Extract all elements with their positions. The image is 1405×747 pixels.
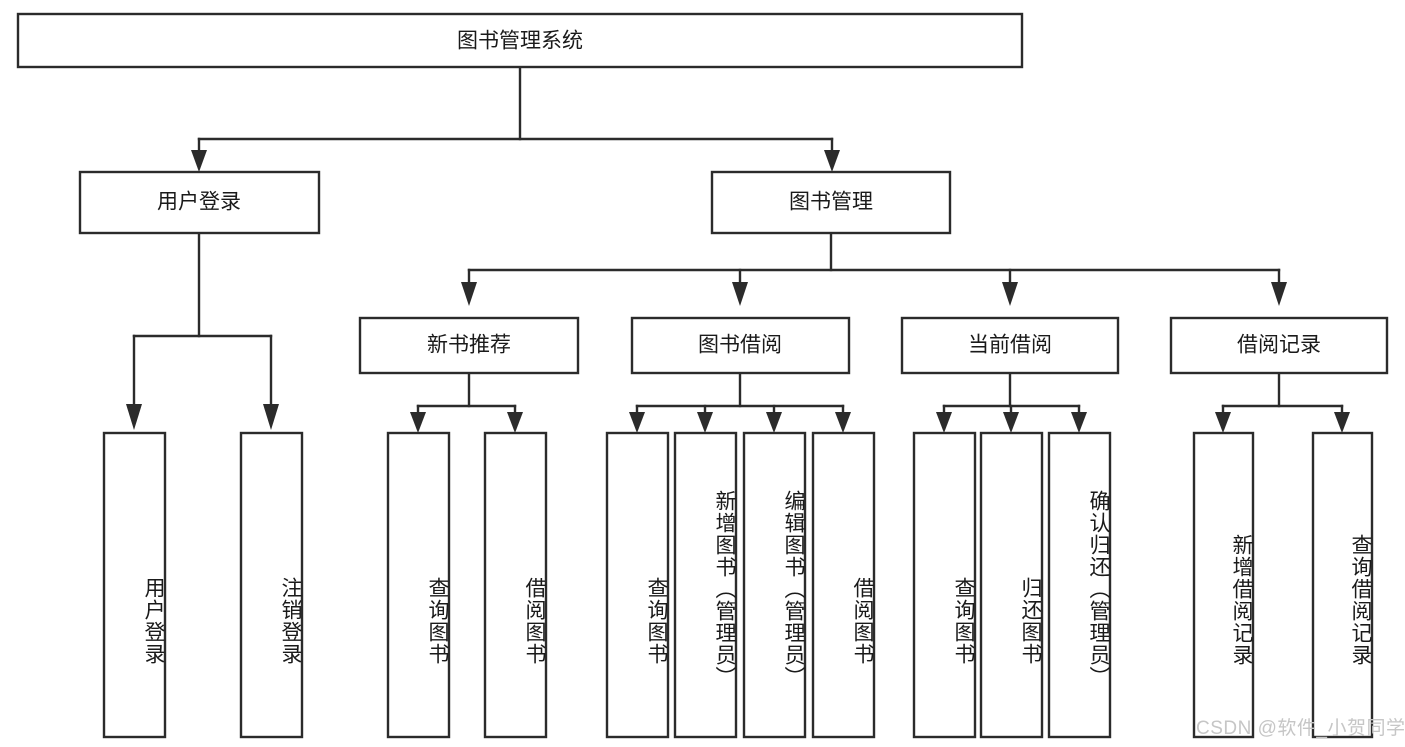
connector-bookborrow-to-leaves [629, 371, 851, 433]
node-user-login[interactable]: 用户登录 [78, 170, 321, 235]
connector-booksystem-to-level3 [461, 231, 1287, 306]
csdn-watermark: CSDN @软件_小贺同学 [1196, 718, 1405, 739]
node-root[interactable]: 图书管理系统 [16, 12, 1024, 69]
connector-root-to-level2 [191, 65, 840, 172]
node-borrow-record-label: 借阅记录 [1237, 334, 1321, 357]
node-book-borrow-label: 图书借阅 [698, 334, 782, 357]
leaf-box-return-book[interactable] [979, 431, 1044, 739]
leaf-box-query-book-2[interactable] [605, 431, 670, 739]
node-book-manage-label: 图书管理 [789, 191, 873, 214]
leaf-box-borrow-book-2[interactable] [811, 431, 876, 739]
leaf-box-edit-book[interactable] [742, 431, 807, 739]
node-current-borrow-label: 当前借阅 [968, 334, 1052, 357]
node-root-label: 图书管理系统 [457, 30, 583, 53]
node-borrow-record[interactable]: 借阅记录 [1169, 316, 1389, 375]
leaf-box-query-book-3[interactable] [912, 431, 977, 739]
node-new-book-recommend-label: 新书推荐 [427, 334, 511, 357]
leaf-box-add-book[interactable] [673, 431, 738, 739]
leaf-box-user-logout[interactable] [239, 431, 304, 739]
leaf-box-confirm-return[interactable] [1047, 431, 1112, 739]
node-new-book-recommend[interactable]: 新书推荐 [358, 316, 580, 375]
node-current-borrow[interactable]: 当前借阅 [900, 316, 1120, 375]
leaf-box-query-record[interactable] [1311, 431, 1374, 739]
leaf-box-borrow-book-1[interactable] [483, 431, 548, 739]
leaf-box-query-book-1[interactable] [386, 431, 451, 739]
leaf-boxes [102, 431, 1374, 739]
connector-newbook-to-leaves [410, 371, 523, 433]
leaf-box-add-record[interactable] [1192, 431, 1255, 739]
node-book-manage[interactable]: 图书管理 [710, 170, 952, 235]
node-book-borrow[interactable]: 图书借阅 [630, 316, 851, 375]
node-user-login-label: 用户登录 [157, 191, 241, 214]
connector-userlogin-to-leaves [126, 231, 279, 430]
leaf-box-user-login[interactable] [102, 431, 167, 739]
connector-borrowrecord-to-leaves [1215, 371, 1350, 433]
connector-currentborrow-to-leaves [936, 371, 1087, 433]
